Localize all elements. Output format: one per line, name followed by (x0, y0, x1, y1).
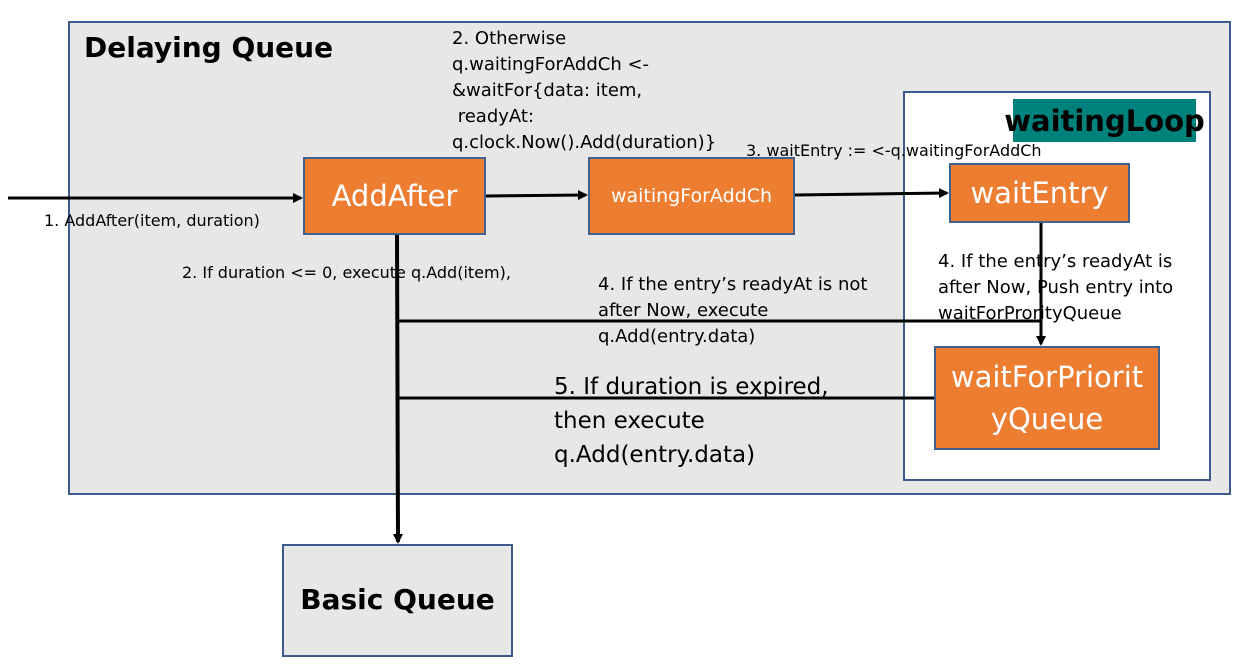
step1-label: 1. AddAfter(item, duration) (44, 211, 260, 230)
step2b-label: 2. Otherwise q.waitingForAddCh <- &waitF… (452, 28, 717, 153)
waiting-loop-title: waitingLoop (1004, 99, 1205, 142)
waitingforaddch-node: waitingForAddCh (588, 157, 795, 235)
step4a-label: 4. If the entry’s readyAt is not after N… (598, 274, 868, 347)
step4b-label: 4. If the entry’s readyAt is after Now, … (938, 251, 1174, 324)
addafter-node: AddAfter (303, 157, 486, 235)
arrow-addafter-to-waitingforaddch (485, 190, 588, 201)
basic-queue-region (282, 544, 513, 657)
step3-label: 3. waitEntry := <-q.waitingForAddCh (746, 141, 1042, 160)
arrow-addafter-to-basicqueue (392, 234, 403, 544)
delaying-queue-title: Delaying Queue (84, 31, 334, 64)
arrow-waitingforaddch-to-waitentry (794, 188, 949, 199)
waitentry-node: waitEntry (949, 163, 1130, 223)
step2a-label: 2. If duration <= 0, execute q.Add(item)… (182, 263, 511, 282)
basic-queue-title: Basic Queue (300, 583, 495, 616)
step5-label: 5. If duration is expired, then execute … (554, 374, 829, 468)
waitforpriorityqueue-node: waitForPriorityQueue (934, 346, 1160, 450)
